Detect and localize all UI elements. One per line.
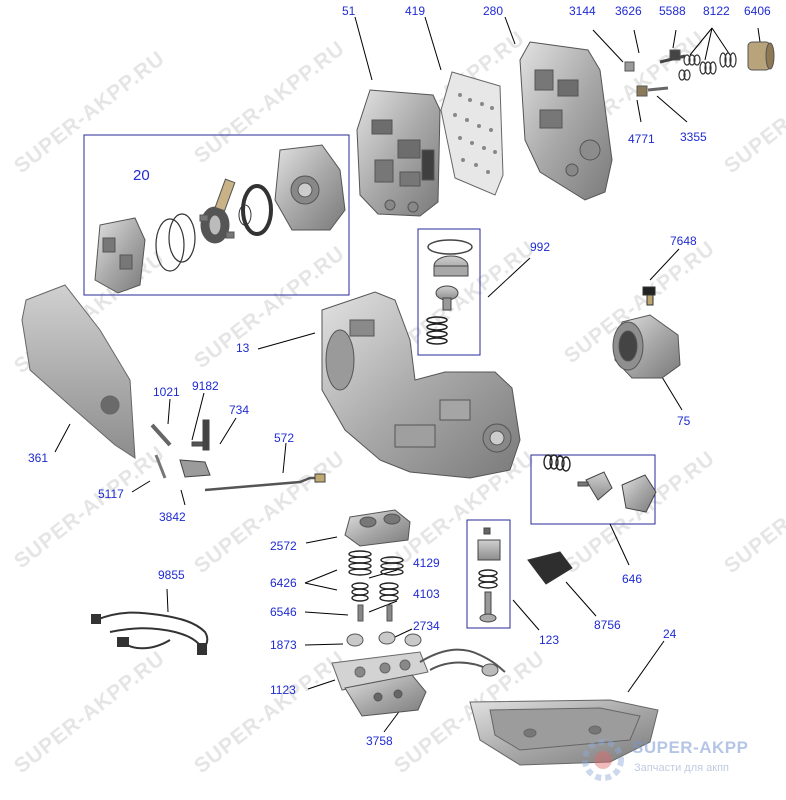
- part-label-6546[interactable]: 6546: [270, 605, 297, 619]
- linkage-parts: [150, 419, 326, 492]
- part-label-2734[interactable]: 2734: [413, 619, 440, 633]
- group-box-992: [417, 228, 481, 356]
- valve-body-part: [356, 89, 441, 217]
- part-label-2572[interactable]: 2572: [270, 539, 297, 553]
- spring-stack: [348, 550, 404, 602]
- part-label-1021[interactable]: 1021: [153, 385, 180, 399]
- part-label-419[interactable]: 419: [405, 4, 426, 18]
- part-label-992[interactable]: 992: [530, 240, 551, 254]
- part-label-3758[interactable]: 3758: [366, 734, 393, 748]
- adapter-housing-part: [612, 314, 681, 379]
- part-label-6426[interactable]: 6426: [270, 576, 297, 590]
- solenoid-body-part: [344, 509, 411, 547]
- gasket-plate-part: [331, 651, 429, 691]
- group-box-20: [83, 134, 350, 296]
- part-label-3842[interactable]: 3842: [159, 510, 186, 524]
- part-label-13[interactable]: 13: [236, 341, 250, 355]
- part-label-3626[interactable]: 3626: [615, 4, 642, 18]
- side-cover-part: [21, 284, 136, 459]
- part-label-7648[interactable]: 7648: [670, 234, 697, 248]
- part-label-280[interactable]: 280: [483, 4, 504, 18]
- small-valve-parts: [624, 41, 775, 97]
- part-label-20[interactable]: 20: [133, 167, 150, 184]
- group-box-123: [466, 519, 511, 629]
- part-label-734[interactable]: 734: [229, 403, 250, 417]
- part-label-1873[interactable]: 1873: [270, 638, 297, 652]
- part-label-5588[interactable]: 5588: [659, 4, 686, 18]
- part-label-361[interactable]: 361: [28, 451, 49, 465]
- separator-plate-part: [440, 71, 504, 196]
- oil-pan-part: [469, 699, 659, 766]
- part-label-4129[interactable]: 4129: [413, 556, 440, 570]
- lower-valve-body-part: [344, 674, 427, 717]
- part-label-8756[interactable]: 8756: [594, 618, 621, 632]
- part-label-1123[interactable]: 1123: [270, 683, 296, 697]
- part-label-6406[interactable]: 6406: [744, 4, 771, 18]
- part-label-572[interactable]: 572: [274, 431, 295, 445]
- part-label-3144[interactable]: 3144: [569, 4, 596, 18]
- part-label-9182[interactable]: 9182: [192, 379, 219, 393]
- brand-tagline: Запчасти для акпп: [634, 762, 729, 774]
- part-label-5117[interactable]: 5117: [98, 487, 124, 501]
- group-box-646: [530, 454, 656, 525]
- part-label-9855[interactable]: 9855: [158, 568, 185, 582]
- part-label-646[interactable]: 646: [622, 572, 643, 586]
- valve-assembly-123: [477, 527, 501, 623]
- part-label-123[interactable]: 123: [539, 633, 560, 647]
- bracket-part: [527, 551, 573, 585]
- part-label-4103[interactable]: 4103: [413, 587, 440, 601]
- transfer-plate-part: [519, 41, 613, 201]
- accumulator-parts: [426, 239, 473, 345]
- brand-name: SUPER-AKPP: [632, 738, 749, 757]
- pump-assembly-parts: [94, 144, 346, 294]
- check-valve-parts: [346, 604, 422, 647]
- brand-gear-logo: [582, 739, 624, 781]
- transmission-case-part: [321, 291, 521, 479]
- part-label-24[interactable]: 24: [663, 627, 677, 641]
- part-label-51[interactable]: 51: [342, 4, 356, 18]
- part-label-4771[interactable]: 4771: [628, 132, 655, 146]
- servo-parts: [543, 454, 657, 513]
- part-label-75[interactable]: 75: [677, 414, 691, 428]
- sensor-part: [642, 286, 656, 306]
- brand-logo: SUPER-AKPP Запчасти для акпп: [566, 736, 776, 792]
- wiring-harness-part: [91, 611, 209, 655]
- part-label-3355[interactable]: 3355: [680, 130, 707, 144]
- part-label-8122[interactable]: 8122: [703, 4, 730, 18]
- internal-harness-part: [419, 648, 506, 677]
